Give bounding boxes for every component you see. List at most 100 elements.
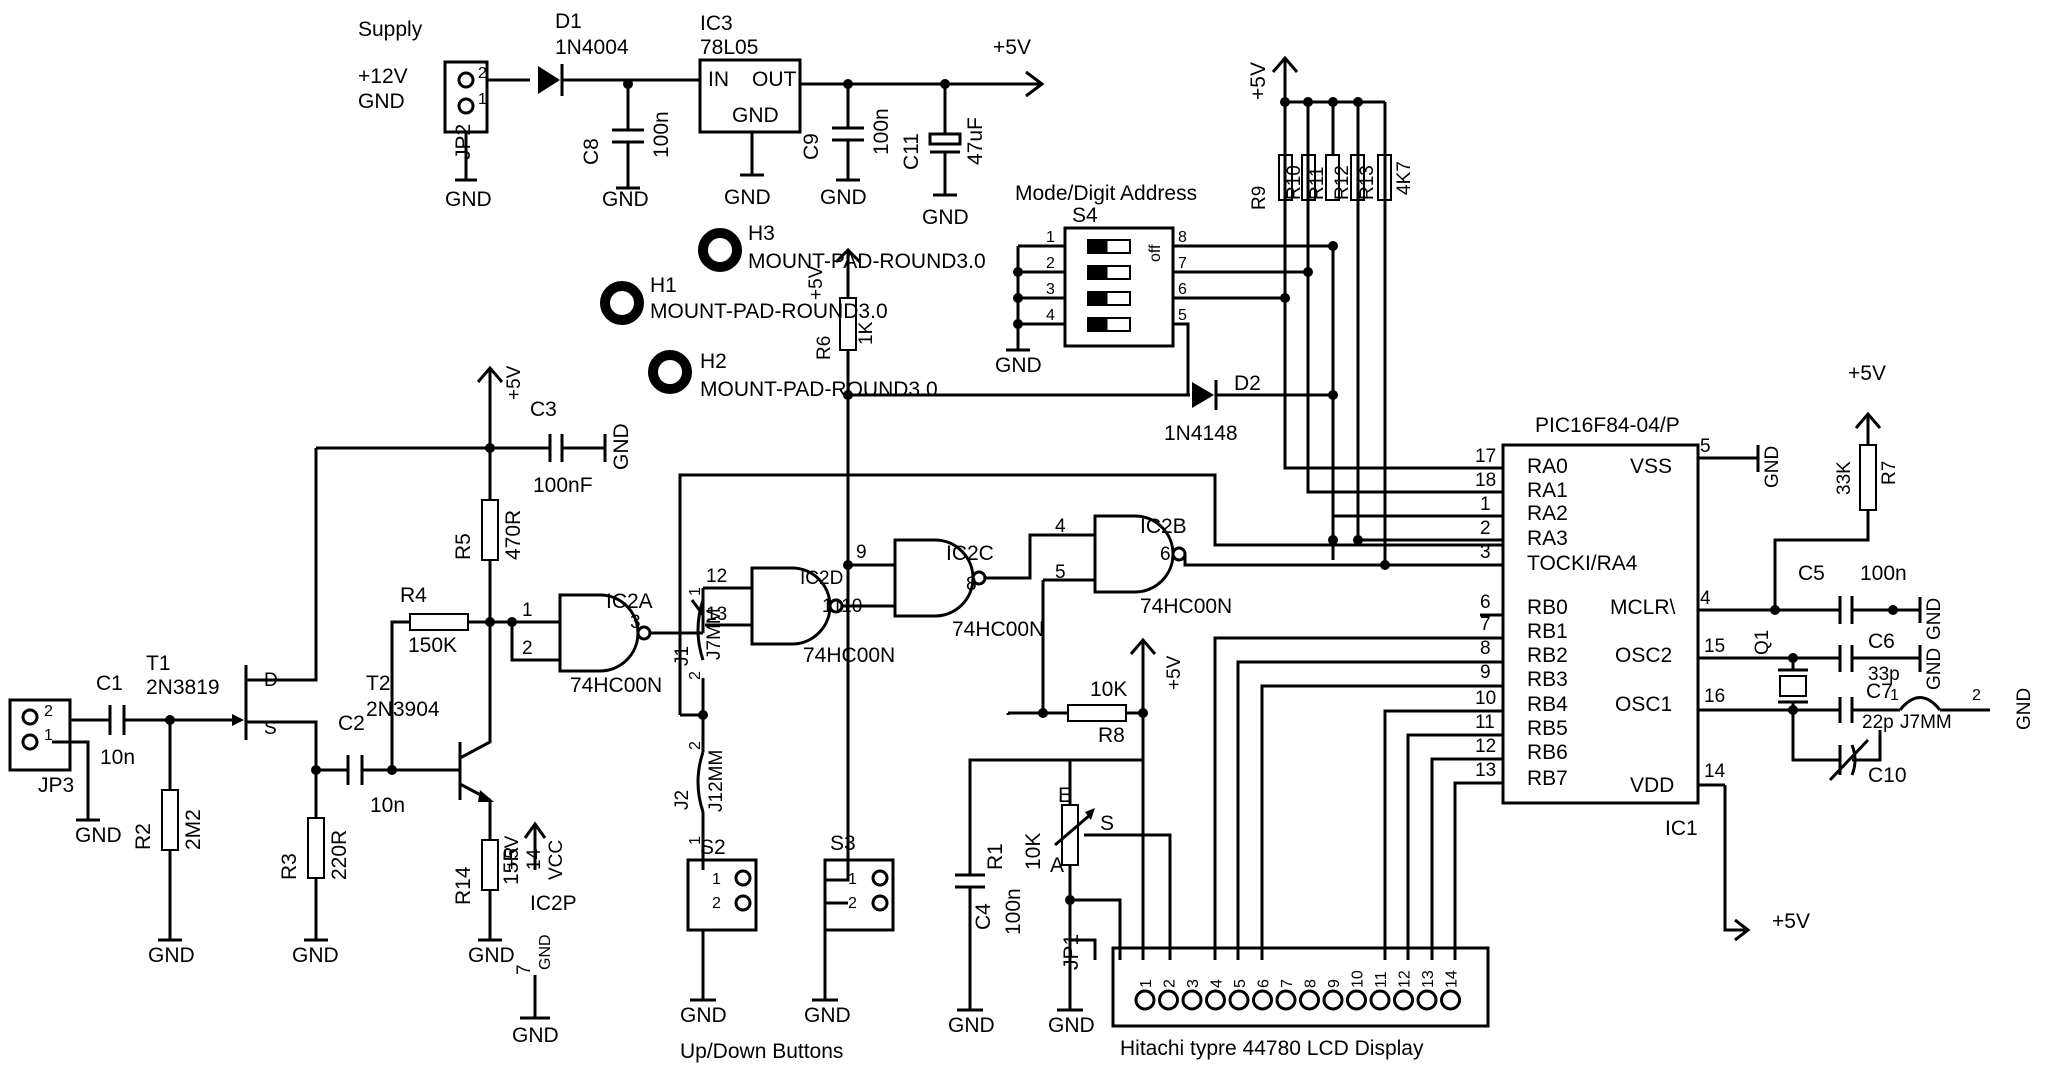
ic1-pic16f84: RA0 RA1 RA2 RA3 TOCKI/RA4 RB0 RB1 RB2 RB… xyxy=(1501,443,1700,840)
svg-text:T2: T2 xyxy=(366,672,391,695)
svg-text:IC1: IC1 xyxy=(1665,817,1698,840)
svg-text:15: 15 xyxy=(1704,636,1725,657)
svg-text:150K: 150K xyxy=(408,634,457,657)
svg-text:GND: GND xyxy=(820,186,867,209)
svg-text:22p: 22p xyxy=(1862,712,1894,733)
svg-text:33p: 33p xyxy=(1868,664,1900,685)
svg-text:2: 2 xyxy=(687,671,704,680)
c9-capacitor: C9 100n GND xyxy=(800,84,893,209)
svg-text:IN: IN xyxy=(708,68,729,91)
svg-text:C1: C1 xyxy=(96,672,123,695)
t1-jfet: T1 2N3819 D S xyxy=(146,448,318,740)
lcd-pin xyxy=(1205,989,1226,1011)
c8-label: C8 xyxy=(580,138,603,165)
svg-text:10K: 10K xyxy=(1090,678,1127,701)
svg-text:R13: R13 xyxy=(1357,165,1378,200)
svg-text:2: 2 xyxy=(44,703,53,720)
svg-text:H2: H2 xyxy=(700,350,727,373)
r1-potentiometer[interactable]: R1 10K E S A GND xyxy=(984,760,1172,1037)
d2-diode: D2 1N4148 xyxy=(1164,372,1261,445)
svg-text:R9: R9 xyxy=(1249,186,1270,210)
j2-jumper: J2 J12MM 2 1 xyxy=(672,715,727,845)
c10-trimmer: C10 xyxy=(1791,710,1907,787)
svg-text:1: 1 xyxy=(1480,494,1491,515)
svg-text:RB2: RB2 xyxy=(1527,644,1568,667)
svg-text:off: off xyxy=(1147,244,1164,262)
svg-text:2M2: 2M2 xyxy=(182,809,205,850)
svg-text:GND: GND xyxy=(292,944,339,967)
svg-text:VCC: VCC xyxy=(546,840,567,880)
lcd-pin xyxy=(1369,989,1391,1011)
r6-resistor: +5V R6 1K xyxy=(806,247,877,565)
c11-capacitor: C11 47uF GND xyxy=(900,84,987,229)
mode-digit-title: Mode/Digit Address xyxy=(1015,182,1197,205)
svg-text:220R: 220R xyxy=(328,830,351,880)
svg-text:4: 4 xyxy=(1700,588,1711,609)
svg-text:MCLR\: MCLR\ xyxy=(1610,596,1676,619)
s2-button[interactable]: 1 2 S2 GND xyxy=(680,836,758,1027)
lcd-pin-number: 10 xyxy=(1350,970,1367,988)
svg-text:470R: 470R xyxy=(502,510,525,560)
svg-text:GND: GND xyxy=(468,944,515,967)
svg-text:14: 14 xyxy=(1704,761,1726,782)
svg-text:GND: GND xyxy=(75,824,122,847)
svg-text:D: D xyxy=(264,670,278,691)
svg-text:GND: GND xyxy=(2014,688,2035,730)
t2-transistor: T2 2N3904 xyxy=(366,622,494,802)
svg-text:E: E xyxy=(1058,784,1072,807)
svg-text:+5V: +5V xyxy=(504,365,525,400)
svg-text:+5V: +5V xyxy=(1848,362,1886,385)
svg-text:TOCKI/RA4: TOCKI/RA4 xyxy=(1527,552,1638,575)
svg-text:2: 2 xyxy=(848,895,857,912)
svg-text:R11: R11 xyxy=(1307,167,1328,200)
svg-text:15R: 15R xyxy=(500,846,523,885)
svg-text:1: 1 xyxy=(822,596,833,617)
svg-text:MOUNT-PAD-ROUND3.0: MOUNT-PAD-ROUND3.0 xyxy=(748,250,986,273)
svg-text:10n: 10n xyxy=(100,746,135,769)
lcd-pin-number: 4 xyxy=(1209,979,1226,988)
ic3-label: IC3 xyxy=(700,12,733,35)
ic2b-nand: 4 5 6 IC2B 74HC00N xyxy=(1043,514,1232,618)
svg-text:1: 1 xyxy=(712,871,721,888)
svg-text:8: 8 xyxy=(966,574,977,595)
svg-text:10K: 10K xyxy=(1022,833,1045,870)
r4-resistor: R4 150K xyxy=(400,584,490,657)
jp3-connector: 2 1 JP3 xyxy=(8,698,74,797)
c8-value: 100n xyxy=(650,111,673,158)
svg-text:4: 4 xyxy=(1046,307,1055,324)
svg-text:33K: 33K xyxy=(1834,461,1855,495)
svg-text:RA1: RA1 xyxy=(1527,479,1568,502)
j1-jumper: J1 J7MM 1 2 xyxy=(672,587,725,680)
r3-resistor: R3 220R GND xyxy=(278,770,351,967)
svg-text:6: 6 xyxy=(1160,544,1171,565)
ic3-regulator: IC3 78L05 IN OUT GND xyxy=(698,12,802,134)
lcd-pin xyxy=(1440,989,1461,1011)
svg-text:GND: GND xyxy=(1924,598,1945,640)
c3-capacitor: C3 100nF GND xyxy=(530,398,633,497)
svg-text:S: S xyxy=(1100,812,1114,835)
svg-text:JP1: JP1 xyxy=(1060,934,1083,970)
svg-text:9: 9 xyxy=(1480,662,1491,683)
ic2a-nand: 1 2 3 IC2A 74HC00N xyxy=(490,590,662,697)
lcd-pin-number: 1 xyxy=(1138,979,1155,988)
ic2d-nand: 12 13 1 IC2D 74HC00N xyxy=(701,566,895,667)
svg-text:RB5: RB5 xyxy=(1527,717,1568,740)
svg-text:3: 3 xyxy=(630,612,641,633)
svg-text:GND: GND xyxy=(610,423,633,470)
svg-text:3: 3 xyxy=(1480,542,1491,563)
svg-text:2: 2 xyxy=(522,638,533,659)
svg-text:S4: S4 xyxy=(1072,204,1098,227)
svg-text:47uF: 47uF xyxy=(964,117,987,165)
svg-text:8: 8 xyxy=(1178,229,1187,246)
svg-text:RA2: RA2 xyxy=(1527,502,1568,525)
svg-text:9: 9 xyxy=(856,542,867,563)
mount-pad-h1: H1 MOUNT-PAD-ROUND3.0 xyxy=(600,274,888,325)
svg-text:GND: GND xyxy=(1048,1014,1095,1037)
lcd-pin xyxy=(1299,989,1320,1011)
svg-text:13: 13 xyxy=(706,604,727,625)
svg-text:GND: GND xyxy=(512,1024,559,1047)
c1-capacitor: C1 10n xyxy=(96,672,135,769)
svg-text:2: 2 xyxy=(1972,687,1981,704)
svg-text:R8: R8 xyxy=(1098,724,1125,747)
s4-dip-switch[interactable]: off 1 2 3 4 8 7 6 5 xyxy=(1046,226,1187,348)
